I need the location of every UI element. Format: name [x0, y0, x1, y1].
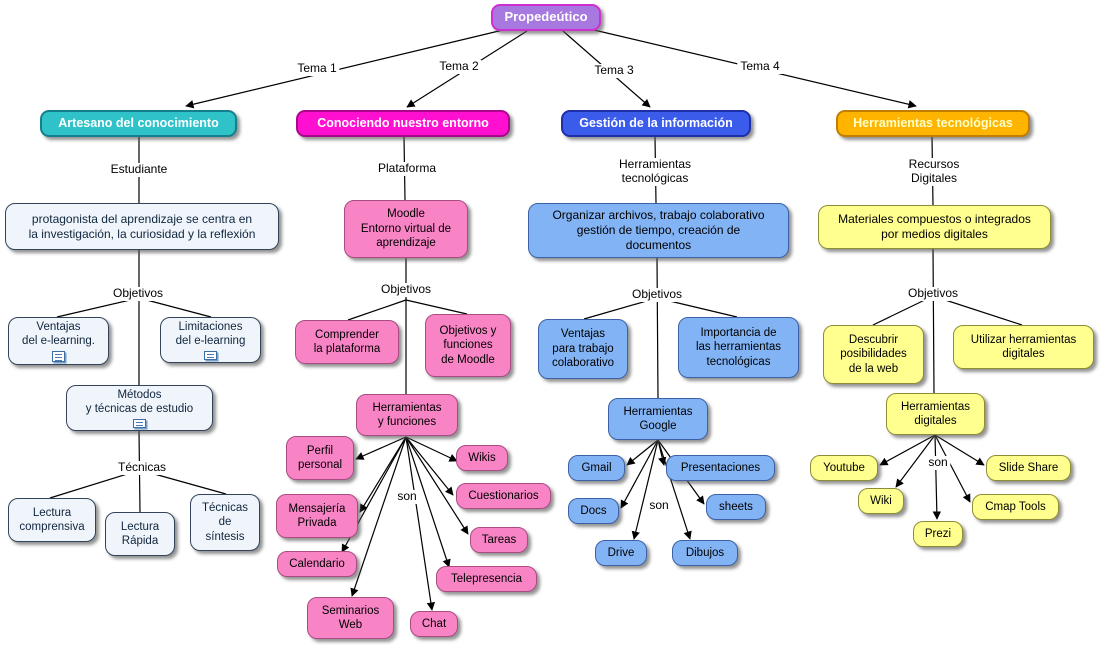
link-label-tema-1[interactable]: Tema 1 [294, 61, 340, 76]
node-herramientas-digitales[interactable]: Herramientas digitales [886, 393, 985, 435]
node-lectura-comprensiva[interactable]: Lectura comprensiva [8, 498, 96, 542]
node-docs[interactable]: Docs [568, 498, 619, 524]
node-youtube[interactable]: Youtube [810, 455, 878, 481]
link-label-objetivos-1[interactable]: Objetivos [109, 286, 167, 301]
node-protagonista[interactable]: protagonista del aprendizaje se centra e… [5, 203, 279, 250]
node-mensajeria-privada[interactable]: Mensajería Privada [276, 494, 358, 538]
node-comprender-la-plataforma[interactable]: Comprender la plataforma [295, 320, 399, 364]
link-label-tema-3[interactable]: Tema 3 [591, 63, 637, 78]
node-label: Métodos y técnicas de estudio [85, 389, 194, 416]
resource-icon[interactable] [133, 418, 146, 428]
node-calendario[interactable]: Calendario [277, 551, 357, 577]
link-label-estudiante[interactable]: Estudiante [107, 162, 171, 177]
resource-icon[interactable] [204, 350, 217, 360]
node-herramientas-tecnologicas[interactable]: Herramientas tecnológicas [836, 110, 1030, 137]
node-lectura-rapida[interactable]: Lectura Rápida [105, 512, 175, 556]
node-herramientas-google[interactable]: Herramientas Google [608, 398, 708, 440]
link-label-tecnicas[interactable]: Técnicas [114, 460, 170, 475]
node-presentaciones[interactable]: Presentaciones [666, 455, 775, 481]
node-utilizar-herramientas-digitales[interactable]: Utilizar herramientas digitales [953, 325, 1094, 369]
node-ventajas-trabajo-colaborativo[interactable]: Ventajas para trabajo colaborativo [538, 319, 628, 379]
node-seminarios-web[interactable]: Seminarios Web [307, 597, 394, 639]
node-tecnicas-de-sintesis[interactable]: Técnicas de síntesis [190, 494, 260, 551]
link-label-plataforma[interactable]: Plataforma [374, 161, 440, 176]
node-artesano-del-conocimiento[interactable]: Artesano del conocimiento [40, 110, 237, 137]
node-cuestionarios[interactable]: Cuestionarios [456, 483, 551, 509]
link-label-objetivos-4[interactable]: Objetivos [904, 286, 962, 301]
node-ventajas-elearning[interactable]: Ventajas del e-learning. [8, 317, 109, 365]
node-label: Ventajas del e-learning. [22, 321, 95, 348]
node-gmail[interactable]: Gmail [568, 455, 625, 481]
node-propedeutico[interactable]: Propedeútico [491, 4, 601, 31]
node-drive[interactable]: Drive [595, 540, 647, 566]
node-materiales-digitales[interactable]: Materiales compuestos o integrados por m… [818, 205, 1051, 249]
node-prezi[interactable]: Prezi [913, 521, 963, 547]
node-metodos-tecnicas-estudio[interactable]: Métodos y técnicas de estudio [66, 385, 213, 431]
node-label: Limitaciones del e-learning [175, 321, 246, 348]
node-slide-share[interactable]: Slide Share [986, 455, 1071, 481]
node-wiki[interactable]: Wiki [858, 488, 904, 514]
link-label-son-4[interactable]: son [925, 455, 951, 470]
node-moodle[interactable]: Moodle Entorno virtual de aprendizaje [344, 200, 468, 258]
node-wikis[interactable]: Wikis [456, 445, 508, 471]
node-sheets[interactable]: sheets [706, 494, 766, 520]
link-label-tema-2[interactable]: Tema 2 [436, 59, 482, 74]
node-conociendo-nuestro-entorno[interactable]: Conociendo nuestro entorno [296, 110, 510, 137]
link-label-objetivos-2[interactable]: Objetivos [377, 282, 435, 297]
node-descubrir-posibilidades-web[interactable]: Descubrir posibilidades de la web [823, 325, 924, 384]
node-importancia-herramientas[interactable]: Importancia de las herramientas tecnológ… [678, 317, 799, 378]
node-tareas[interactable]: Tareas [470, 527, 528, 553]
node-limitaciones-elearning[interactable]: Limitaciones del e-learning [160, 317, 261, 363]
node-telepresencia[interactable]: Telepresencia [436, 566, 537, 592]
link-label-recursos-digitales[interactable]: Recursos Digitales [905, 157, 963, 186]
link-label-objetivos-3[interactable]: Objetivos [628, 287, 686, 302]
link-label-tema-4[interactable]: Tema 4 [737, 59, 783, 74]
node-perfil-personal[interactable]: Perfil personal [286, 436, 354, 480]
node-gestion-de-la-informacion[interactable]: Gestión de la información [561, 110, 751, 137]
node-herramientas-y-funciones[interactable]: Herramientas y funciones [356, 394, 458, 436]
node-objetivos-y-funciones-de-moodle[interactable]: Objetivos y funciones de Moodle [425, 314, 511, 377]
node-dibujos[interactable]: Dibujos [672, 540, 738, 566]
node-organizar-archivos[interactable]: Organizar archivos, trabajo colaborativo… [528, 203, 789, 258]
link-label-herramientas-tecnologicas[interactable]: Herramientas tecnológicas [615, 157, 695, 186]
node-chat[interactable]: Chat [410, 611, 458, 637]
link-label-son-3[interactable]: son [646, 498, 672, 513]
resource-icon[interactable] [52, 350, 65, 362]
node-cmap-tools[interactable]: Cmap Tools [972, 494, 1059, 520]
link-label-son-2[interactable]: son [394, 489, 420, 504]
